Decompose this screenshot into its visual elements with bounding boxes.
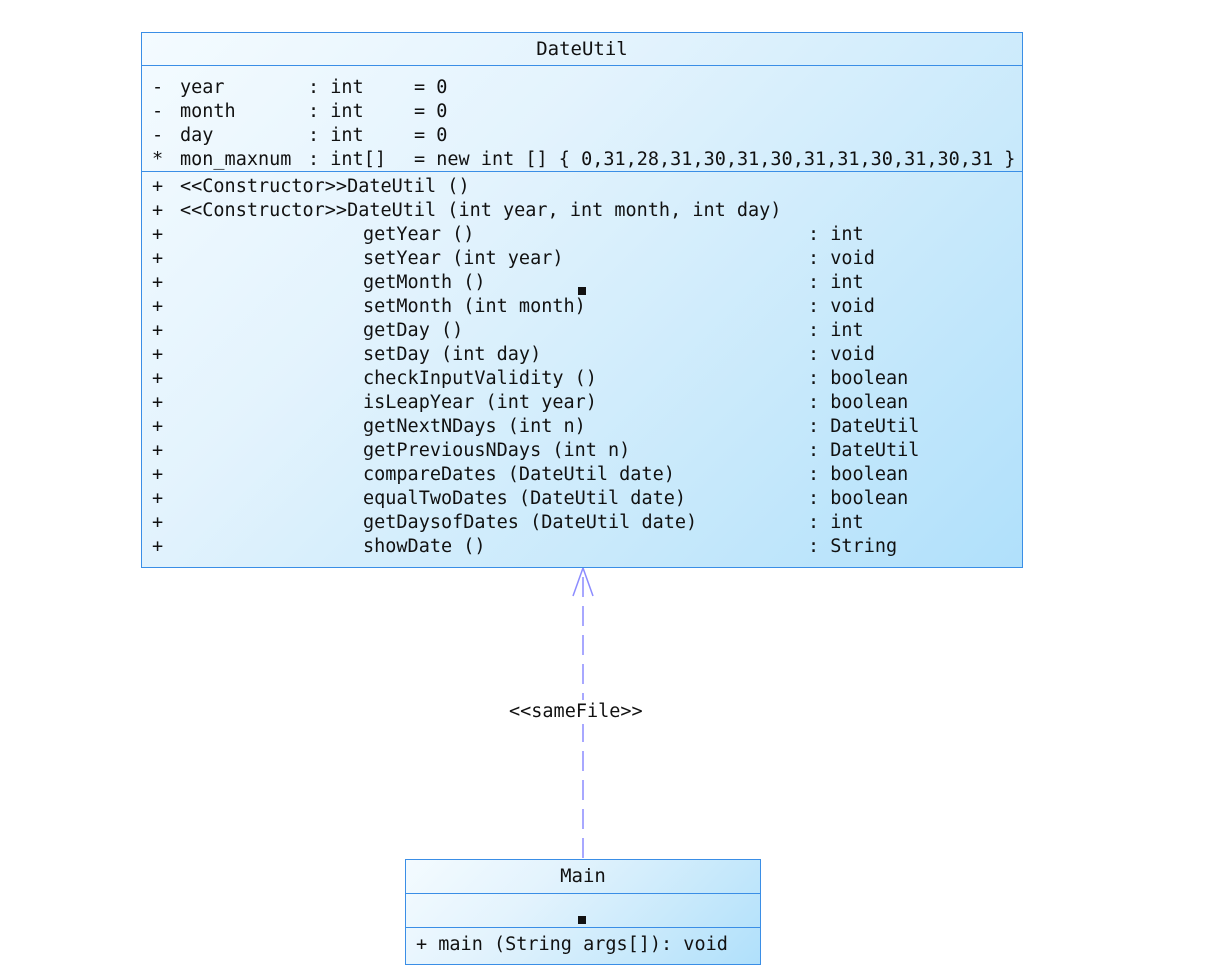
class-dateutil-name: DateUtil: [142, 33, 1022, 66]
visibility-marker: +: [152, 488, 164, 509]
visibility-marker: +: [152, 440, 164, 461]
method-signature: equalTwoDates (DateUtil date): [363, 488, 687, 509]
attribute-initial-value: = 0: [414, 125, 448, 146]
visibility-marker: +: [152, 512, 164, 533]
method-signature: setDay (int day): [363, 344, 542, 365]
method-row[interactable]: + compareDates (DateUtil date) : boolean: [142, 463, 1022, 487]
method-row[interactable]: + getMonth () : int: [142, 271, 1022, 295]
method-signature: getDaysofDates (DateUtil date): [363, 512, 698, 533]
method-row[interactable]: + setYear (int year) : void: [142, 247, 1022, 271]
attribute-type: : int[]: [308, 149, 386, 170]
method-return-type: : boolean: [808, 488, 909, 509]
class-main-attributes: [406, 894, 760, 928]
method-return-type: : String: [808, 536, 898, 557]
method-signature: getPreviousNDays (int n): [363, 440, 631, 461]
method-return-type: : boolean: [808, 464, 909, 485]
attribute-name: month: [180, 101, 236, 122]
attribute-row[interactable]: -day : int = 0: [142, 124, 1022, 148]
visibility-marker: +: [152, 536, 164, 557]
visibility-marker: -: [152, 101, 164, 122]
method-return-type: : void: [808, 296, 875, 317]
method-signature: getMonth (): [363, 272, 486, 293]
visibility-marker: -: [152, 77, 164, 98]
visibility-marker: +: [152, 392, 164, 413]
method-return-type: : void: [808, 248, 875, 269]
method-return-type: : DateUtil: [808, 440, 920, 461]
method-return-type: : int: [808, 512, 864, 533]
method-row[interactable]: + getDaysofDates (DateUtil date) : int: [142, 511, 1022, 535]
attribute-name: day: [180, 125, 214, 146]
relation-stereotype-label: <<sameFile>>: [509, 700, 643, 724]
visibility-marker: +: [152, 320, 164, 341]
visibility-marker: +: [152, 200, 164, 221]
attribute-row[interactable]: * mon_maxnum : int[] = new int [] { 0,31,28…: [142, 148, 1022, 171]
method-return-type: : int: [808, 224, 864, 245]
method-row[interactable]: + equalTwoDates (DateUtil date) : boolean: [142, 487, 1022, 511]
method-row[interactable]: + getDay () : int: [142, 319, 1022, 343]
attribute-name: mon_maxnum: [180, 149, 292, 170]
class-main-name: Main: [406, 860, 760, 894]
dependency-arrowhead: [572, 565, 594, 597]
class-dateutil-attributes: -year: int= 0-month: int= 0-day: int= 0*…: [142, 66, 1022, 172]
method-return-type: : boolean: [808, 368, 909, 389]
attribute-row[interactable]: -year : int = 0: [142, 76, 1022, 100]
method-row[interactable]: + getPreviousNDays (int n) : DateUtil: [142, 439, 1022, 463]
method-signature: compareDates (DateUtil date): [363, 464, 675, 485]
method-signature: setMonth (int month): [363, 296, 586, 317]
attribute-initial-value: = new int [] { 0,31,28,31,30,31,30,31,31…: [414, 149, 1016, 170]
method-row[interactable]: + showDate () : String: [142, 535, 1022, 559]
selection-handle[interactable]: [578, 287, 586, 295]
attribute-name: year: [180, 77, 225, 98]
visibility-marker: +: [152, 176, 164, 197]
visibility-marker: +: [152, 344, 164, 365]
visibility-marker: +: [152, 296, 164, 317]
visibility-marker: +: [152, 416, 164, 437]
method-return-type: : boolean: [808, 392, 909, 413]
method-signature: setYear (int year): [363, 248, 564, 269]
method-row[interactable]: + getNextNDays (int n) : DateUtil: [142, 415, 1022, 439]
attribute-type: : int: [308, 125, 364, 146]
visibility-marker: +: [152, 272, 164, 293]
selection-handle[interactable]: [578, 916, 586, 924]
attribute-initial-value: = 0: [414, 77, 448, 98]
method-return-type: : int: [808, 320, 864, 341]
constructor-row[interactable]: + <<Constructor>>DateUtil (): [142, 175, 1022, 199]
attribute-type: : int: [308, 101, 364, 122]
method-signature: isLeapYear (int year): [363, 392, 597, 413]
class-dateutil[interactable]: DateUtil -year: int= 0-month: int= 0-day…: [141, 32, 1023, 568]
method-row[interactable]: + setMonth (int month) : void: [142, 295, 1022, 319]
visibility-marker: +: [152, 248, 164, 269]
method-signature: getYear (): [363, 224, 475, 245]
method-signature: checkInputValidity (): [363, 368, 597, 389]
class-main-operations: + main (String args[]): void: [406, 928, 760, 964]
visibility-marker: +: [152, 368, 164, 389]
method-return-type: : void: [808, 344, 875, 365]
method-row[interactable]: + setDay (int day) : void: [142, 343, 1022, 367]
attribute-row[interactable]: -month : int = 0: [142, 100, 1022, 124]
attribute-initial-value: = 0: [414, 101, 448, 122]
visibility-marker: +: [152, 464, 164, 485]
class-main[interactable]: Main + main (String args[]): void: [405, 859, 761, 965]
visibility-marker: +: [152, 224, 164, 245]
visibility-marker: -: [152, 125, 164, 146]
method-signature: showDate (): [363, 536, 486, 557]
constructor-signature: <<Constructor>>DateUtil (int year, int m…: [180, 200, 782, 221]
method-signature: getDay (): [363, 320, 464, 341]
class-dateutil-operations: + <<Constructor>>DateUtil () + <<Constructo…: [142, 172, 1022, 568]
attribute-type: : int: [308, 77, 364, 98]
constructor-row[interactable]: + <<Constructor>>DateUtil (int year, int …: [142, 199, 1022, 223]
method-row[interactable]: + getYear () : int: [142, 223, 1022, 247]
method-return-type: : int: [808, 272, 864, 293]
visibility-marker: *: [152, 149, 164, 170]
method-row[interactable]: + main (String args[]): void: [406, 933, 760, 957]
method-signature: getNextNDays (int n): [363, 416, 586, 437]
method-row[interactable]: + isLeapYear (int year) : boolean: [142, 391, 1022, 415]
method-row[interactable]: + checkInputValidity () : boolean: [142, 367, 1022, 391]
method-return-type: : DateUtil: [808, 416, 920, 437]
method-signature: + main (String args[]): void: [416, 934, 728, 955]
constructor-signature: <<Constructor>>DateUtil (): [180, 176, 470, 197]
